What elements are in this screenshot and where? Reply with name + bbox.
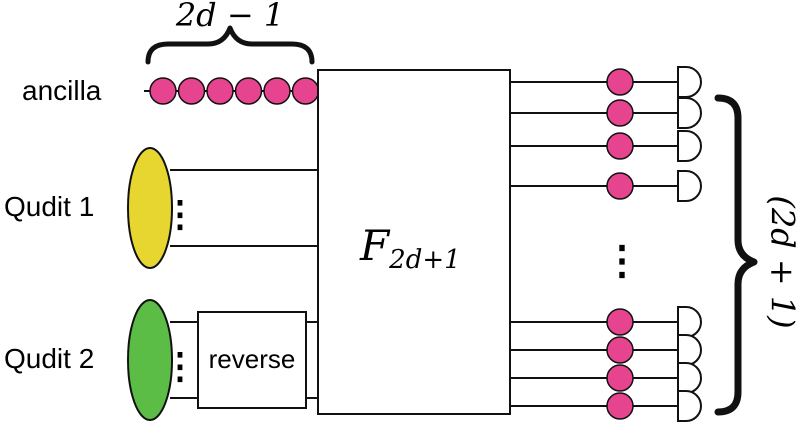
ancilla-dot xyxy=(149,77,177,105)
ancilla-dot xyxy=(291,77,320,105)
qudit1-vdots: ⋮ xyxy=(162,193,198,235)
reverse-box xyxy=(197,311,307,409)
qudit2-vdots: ⋮ xyxy=(162,345,198,387)
qudit2-ellipse xyxy=(127,299,173,421)
detector-icon xyxy=(677,130,702,162)
ancilla-brace xyxy=(145,25,315,65)
output-brace xyxy=(714,94,758,416)
qudit2-label: Qudit 2 xyxy=(4,343,94,374)
ancilla-label: ancilla xyxy=(22,75,102,106)
fourier-gate-base: F xyxy=(359,221,391,270)
detector-icon xyxy=(677,362,702,394)
ancilla-dot xyxy=(206,77,234,105)
output-dot xyxy=(606,172,634,200)
detector-icon xyxy=(677,390,702,422)
detector-icon xyxy=(677,334,702,366)
output-dot xyxy=(606,336,634,364)
detector-icon xyxy=(677,306,702,338)
qudit1-ellipse xyxy=(127,147,173,269)
qudit1-label: Qudit 1 xyxy=(4,191,94,222)
output-dot xyxy=(606,132,634,160)
detector-icon xyxy=(677,66,702,98)
output-count-label: (2d + 1) xyxy=(764,195,797,328)
ancilla-dot xyxy=(177,77,206,105)
output-dot xyxy=(606,99,634,127)
output-vdots: ⋮ xyxy=(602,237,642,284)
output-dot xyxy=(606,392,634,420)
fourier-gate-box xyxy=(317,69,511,415)
output-dot xyxy=(606,308,634,336)
fourier-gate-subscript: 2d+1 xyxy=(388,245,461,275)
ancilla-dots xyxy=(149,77,320,105)
fourier-gate-label: F2d+1 xyxy=(359,221,461,275)
ancilla-dot xyxy=(234,77,263,105)
output-dot xyxy=(606,364,634,392)
detector-icon xyxy=(677,170,702,202)
detector-icon xyxy=(677,97,702,129)
reverse-label: reverse xyxy=(209,344,296,374)
output-wires xyxy=(510,66,702,422)
ancilla-dot xyxy=(263,77,291,105)
output-dot xyxy=(606,68,634,96)
ancilla-count-label: 2d − 1 xyxy=(175,0,284,34)
